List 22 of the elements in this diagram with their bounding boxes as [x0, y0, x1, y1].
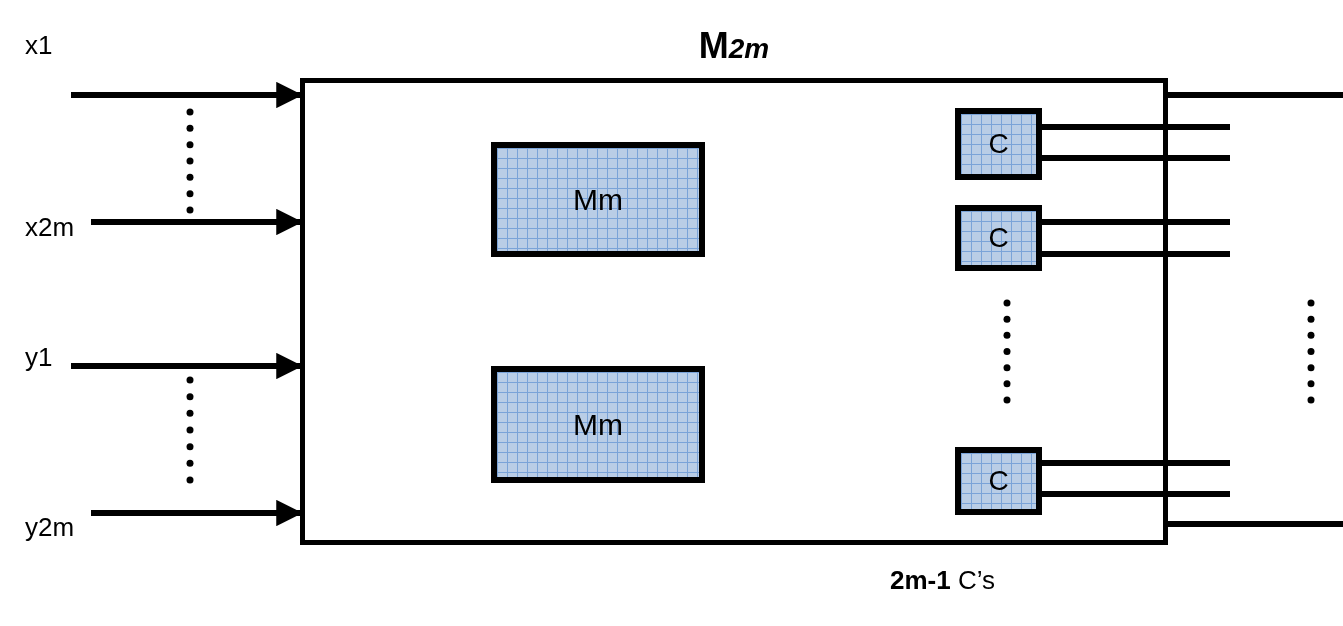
output-line: [1168, 92, 1343, 98]
submodule-box: C: [955, 447, 1042, 515]
input-arrow: [91, 499, 303, 527]
input-arrow: [71, 81, 303, 109]
output-line: [1042, 251, 1230, 257]
output-line: [1042, 124, 1230, 130]
output-line: [1042, 491, 1230, 497]
submodule-box: Mm: [491, 366, 705, 483]
input-arrow: [91, 208, 303, 236]
submodule-box: C: [955, 205, 1042, 271]
input-label: x1: [25, 28, 67, 62]
submodule-box: Mm: [491, 142, 705, 257]
input-label: y2m: [25, 510, 87, 544]
caption-note: 2m-1 C’s: [890, 565, 995, 596]
output-line: [1042, 155, 1230, 161]
output-line: [1168, 521, 1343, 527]
output-line: [1042, 219, 1230, 225]
output-line: [1042, 460, 1230, 466]
input-arrow: [71, 352, 303, 380]
input-label: x2m: [25, 210, 87, 244]
submodule-box: C: [955, 108, 1042, 180]
input-label: y1: [25, 340, 67, 374]
